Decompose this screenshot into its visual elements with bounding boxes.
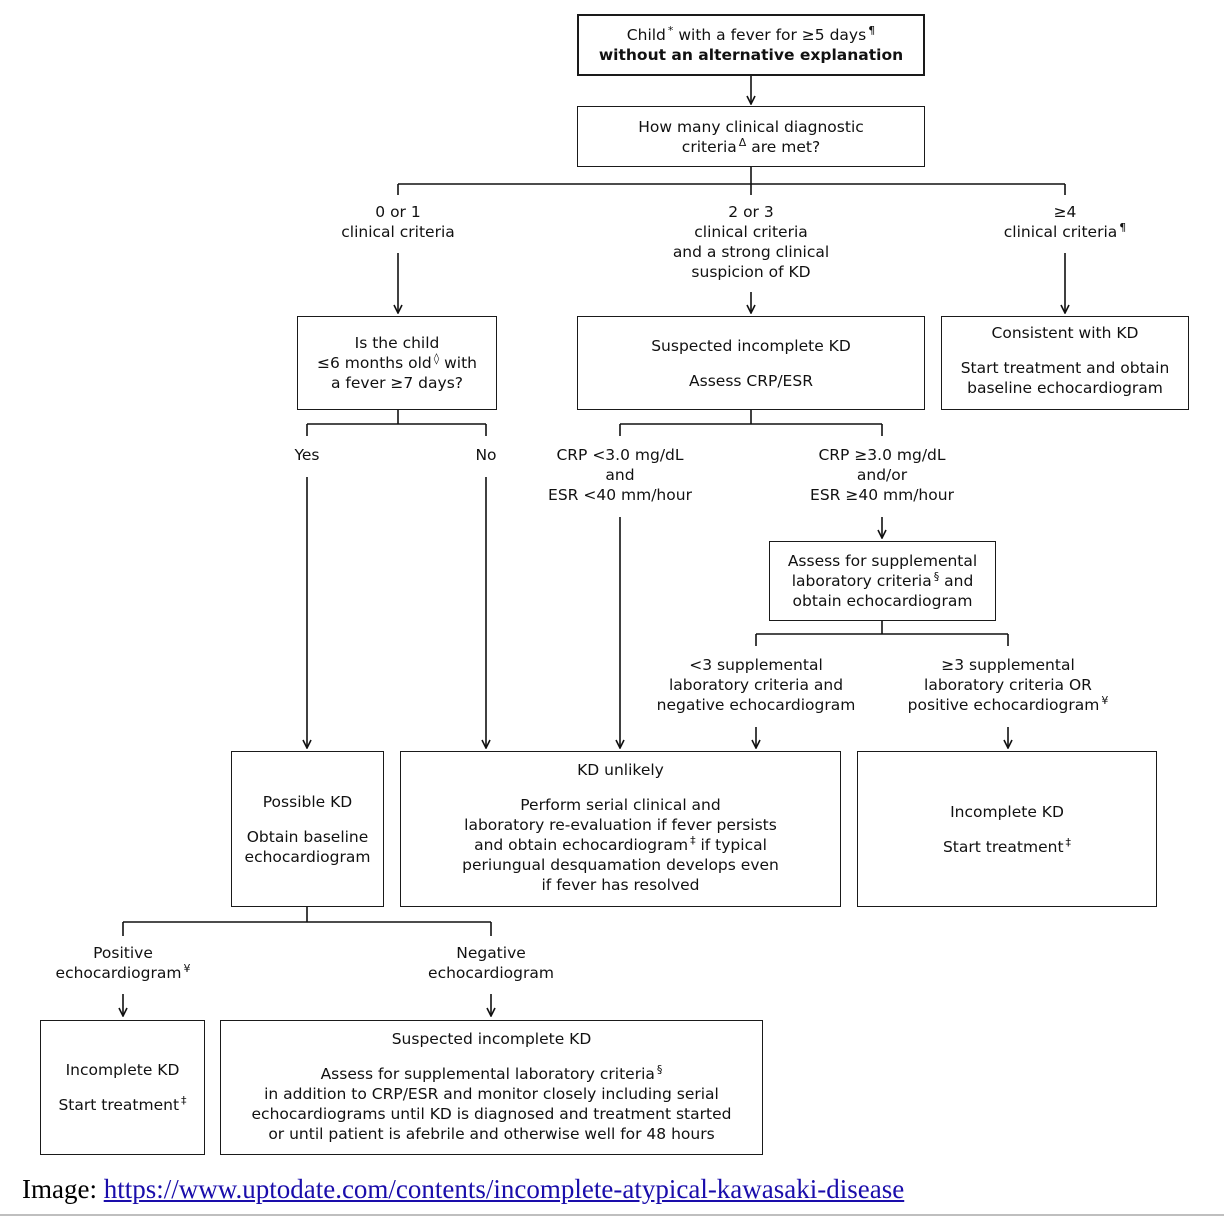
age-question-box: Is the child ≤6 months old◊ with a fever… [297, 316, 497, 410]
negative-echo-label: Negative echocardiogram [428, 944, 554, 982]
crp-low-label: CRP <3.0 mg/dL and ESR <40 mm/hour [548, 446, 692, 504]
possible-kd-box: Possible KD Obtain baseline echocardiogr… [231, 751, 384, 907]
branch-label-4-plus: ≥4 clinical criteria¶ [1003, 203, 1127, 241]
branch-label-2-or-3: 2 or 3 clinical criteria and a strong cl… [672, 203, 830, 281]
crp-high-label: CRP ≥3.0 mg/dL and/or ESR ≥40 mm/hour [810, 446, 954, 504]
image-caption: Image: https://www.uptodate.com/contents… [22, 1174, 904, 1205]
caption-prefix: Image: [22, 1174, 104, 1204]
branch-label-0-or-1: 0 or 1 clinical criteria [341, 203, 455, 241]
source-link[interactable]: https://www.uptodate.com/contents/incomp… [103, 1174, 905, 1204]
supp-low-label: <3 supplemental laboratory criteria and … [656, 656, 856, 714]
kd-unlikely-box: KD unlikely Perform serial clinical and … [400, 751, 841, 907]
supplemental-criteria-box: Assess for supplemental laboratory crite… [769, 541, 996, 621]
incomplete-kd-bottom-box: Incomplete KD Start treatment‡ [40, 1020, 205, 1155]
incomplete-kd-right-box: Incomplete KD Start treatment‡ [857, 751, 1157, 907]
yes-label: Yes [294, 446, 320, 464]
start-box: Child* with a fever for ≥5 days¶ without… [577, 14, 925, 76]
no-label: No [475, 446, 497, 464]
suspected-incomplete-kd-bottom-box: Suspected incomplete KD Assess for suppl… [220, 1020, 763, 1155]
consistent-with-kd-box: Consistent with KD Start treatment and o… [941, 316, 1189, 410]
positive-echo-label: Positive echocardiogram¥ [55, 944, 191, 982]
suspected-incomplete-kd-box: Suspected incomplete KD Assess CRP/ESR [577, 316, 925, 410]
bottom-divider [0, 1214, 1224, 1216]
supp-high-label: ≥3 supplemental laboratory criteria OR p… [907, 656, 1109, 714]
